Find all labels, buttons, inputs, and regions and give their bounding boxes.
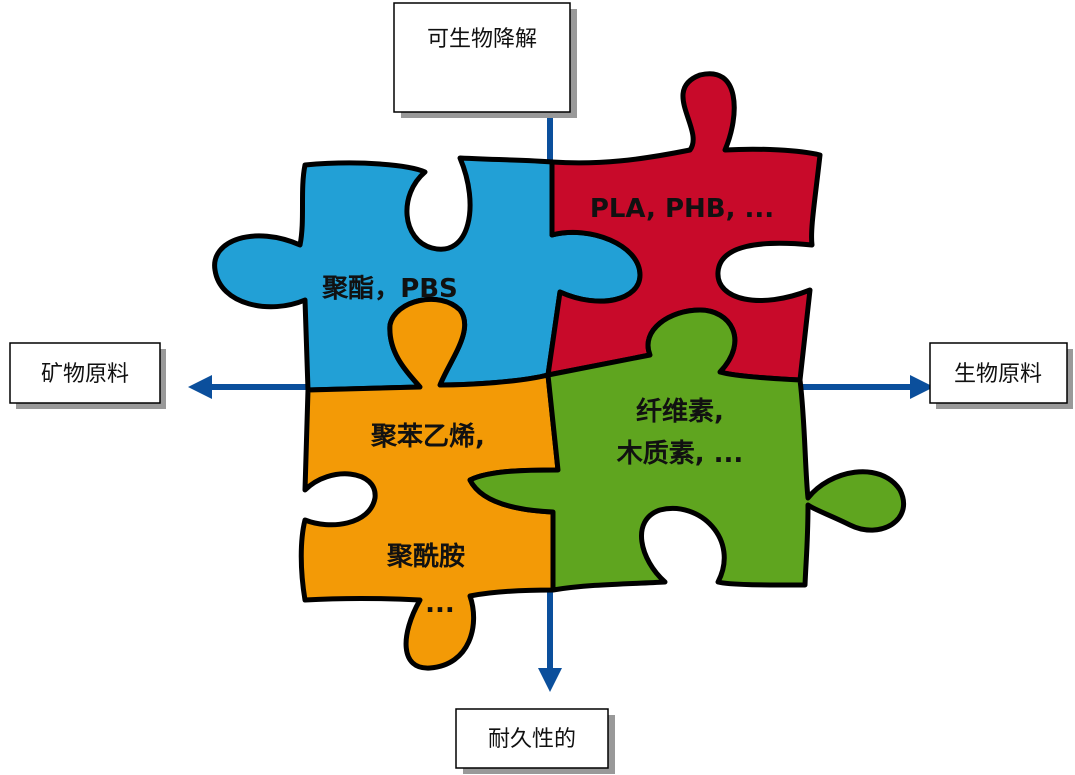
orange-piece-label-line3: ... [425, 589, 455, 619]
axis-label-bottom: 耐久性的 [455, 708, 615, 774]
axis-label-left: 矿物原料 [9, 342, 166, 409]
axis-label-left-text: 矿物原料 [41, 362, 129, 387]
axis-label-right: 生物原料 [929, 342, 1073, 409]
axis-label-top: 可生物降解 [393, 2, 577, 118]
red-piece-label: PLA, PHB, ... [590, 194, 774, 224]
puzzle-piece-red [545, 71, 823, 383]
axis-label-right-text: 生物原料 [954, 362, 1042, 387]
green-piece-label-line1: 纤维素, [636, 396, 724, 427]
orange-piece-label-line1: 聚苯乙烯, [370, 422, 485, 452]
orange-piece-label-line2: 聚酰胺 [386, 542, 465, 572]
axis-label-top-text: 可生物降解 [427, 27, 537, 52]
blue-piece-label: 聚酯，PBS [321, 274, 458, 304]
green-piece-label-line2: 木质素, ... [616, 439, 744, 469]
puzzle-piece-green [467, 307, 907, 593]
puzzle-piece-orange [298, 296, 561, 671]
axis-label-bottom-text: 耐久性的 [488, 727, 576, 752]
